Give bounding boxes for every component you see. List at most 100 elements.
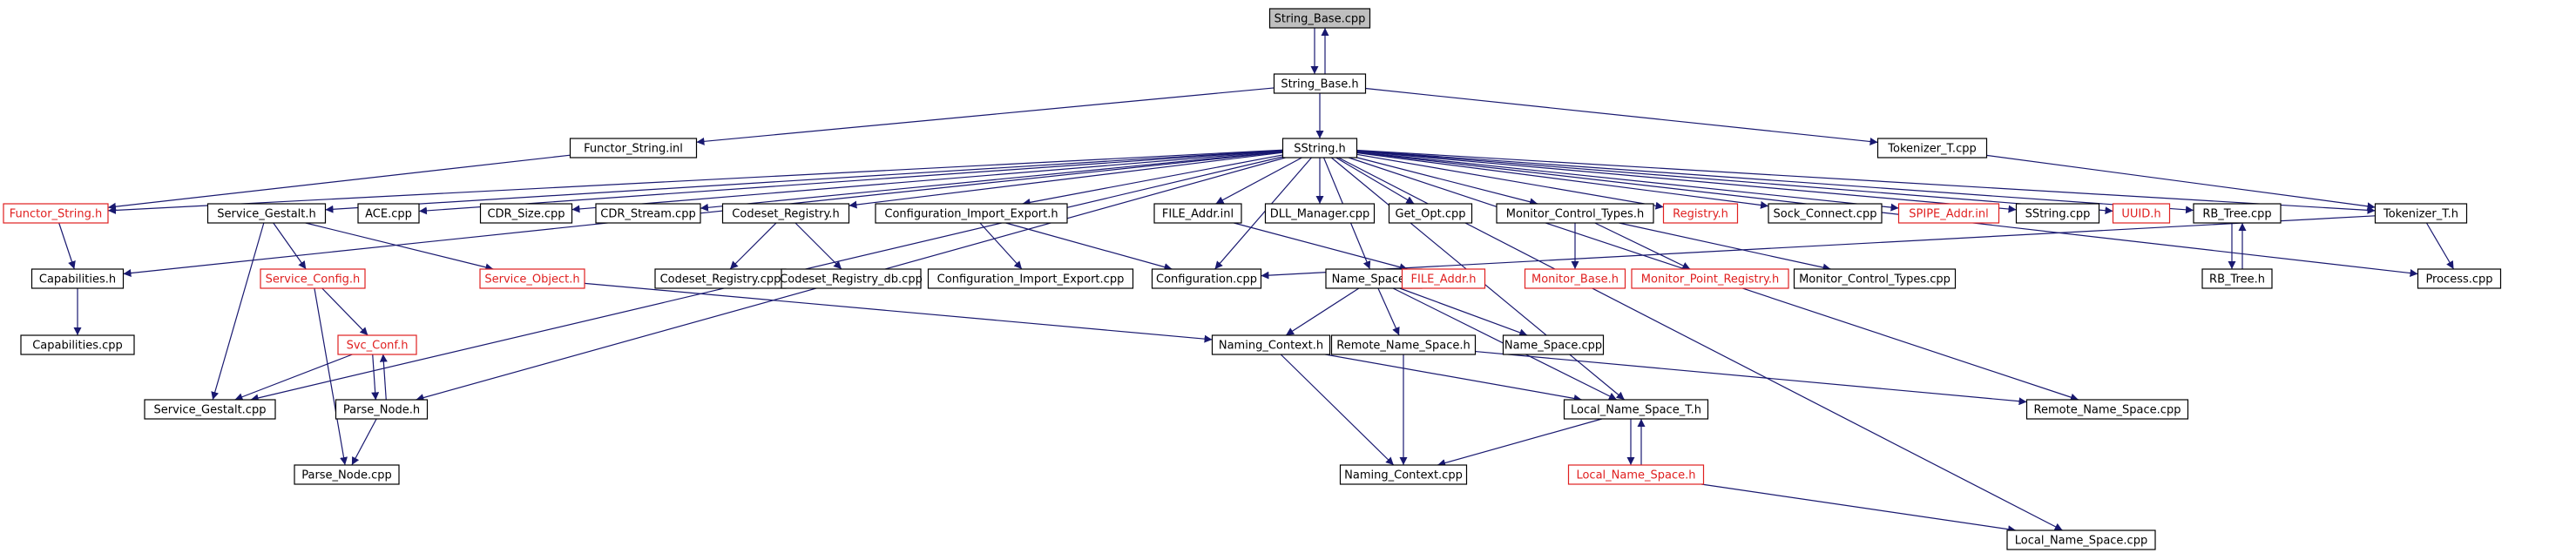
node-remote-name-space-cpp[interactable]: Remote_Name_Space.cpp (2025, 399, 2189, 420)
node-box (1153, 203, 1242, 224)
node-naming-context-cpp[interactable]: Naming_Context.cpp (1339, 464, 1468, 485)
edge-sstring_h-to-tokenizer_t_h (1356, 149, 2376, 214)
edge-codeset_registry_h-to-codeset_registry_db_cpp (794, 222, 842, 270)
node-registry-h[interactable]: Registry.h (1662, 203, 1739, 224)
node-file-addr-h[interactable]: FILE_Addr.h (1401, 268, 1486, 289)
node-label: Sock_Connect.cpp (1774, 208, 1877, 221)
node-box (1211, 334, 1331, 355)
node-rb-tree-cpp[interactable]: RB_Tree.cpp (2193, 203, 2282, 224)
node-label: Name_Space.cpp (1504, 340, 1602, 353)
edge-service_gestalt_h-to-service_object_h (305, 222, 494, 272)
edge-parse_node_h-to-parse_node_cpp (351, 418, 377, 466)
node-remote-name-space-h[interactable]: Remote_Name_Space.h (1330, 334, 1477, 355)
node-monitor-control-types-cpp[interactable]: Monitor_Control_Types.cpp (1793, 268, 1957, 289)
node-label: CDR_Stream.cpp (600, 208, 695, 221)
node-box (875, 203, 1068, 224)
node-capabilities-h[interactable]: Capabilities.h (30, 268, 125, 289)
edge-sstring_h-to-codeset_registry_h (849, 152, 1283, 209)
node-codeset-registry-db-cpp[interactable]: Codeset_Registry_db.cpp (780, 268, 923, 289)
node-get-opt-cpp[interactable]: Get_Opt.cpp (1388, 203, 1473, 224)
node-label: Get_Opt.cpp (1395, 208, 1465, 221)
node-string-base-cpp[interactable]: String_Base.cpp (1268, 8, 1371, 29)
node-codeset-registry-h[interactable]: Codeset_Registry.h (721, 203, 850, 224)
node-ace-cpp[interactable]: ACE.cpp (357, 203, 420, 224)
node-label: Capabilities.cpp (32, 340, 123, 353)
node-process-cpp[interactable]: Process.cpp (2417, 268, 2502, 289)
node-parse-node-h[interactable]: Parse_Node.h (335, 399, 429, 420)
edge-local_name_space_t_h-to-naming_context_cpp (1437, 418, 1603, 467)
edge-sstring_h-to-capabilities_h (123, 151, 1283, 278)
node-box (1631, 268, 1789, 289)
node-name-space-cpp[interactable]: Name_Space.cpp (1502, 334, 1605, 355)
node-layer: String_Base.cppString_Base.hFunctor_Stri… (3, 8, 2502, 550)
node-label: Parse_Node.cpp (301, 469, 392, 482)
node-service-config-h[interactable]: Service_Config.h (260, 268, 366, 289)
edge-tokenizer_t_h-to-configuration_cpp (1261, 215, 2376, 280)
edge-functor_string_inl-to-functor_string_h (107, 154, 571, 211)
node-string-base-h[interactable]: String_Base.h (1273, 73, 1367, 94)
node-dll-manager-cpp[interactable]: DLL_Manager.cpp (1264, 203, 1376, 224)
node-uuid-h[interactable]: UUID.h (2112, 203, 2171, 224)
node-monitor-control-types-h[interactable]: Monitor_Control_Types.h (1496, 203, 1654, 224)
node-functor-string-inl[interactable]: Functor_String.inl (569, 138, 698, 158)
node-label: Configuration_Import_Export.cpp (937, 273, 1125, 287)
edge-service_config_h-to-svc_conf_h (321, 287, 368, 336)
node-cdr-stream-cpp[interactable]: CDR_Stream.cpp (595, 203, 701, 224)
node-box (357, 203, 420, 224)
node-box (569, 138, 698, 158)
node-label: SString.cpp (2025, 208, 2091, 221)
node-configuration-cpp[interactable]: Configuration.cpp (1151, 268, 1262, 289)
node-box (30, 268, 125, 289)
node-parse-node-cpp[interactable]: Parse_Node.cpp (294, 464, 400, 485)
node-label: ACE.cpp (365, 208, 412, 221)
node-local-name-space-h[interactable]: Local_Name_Space.h (1567, 464, 1705, 485)
node-file-addr-inl[interactable]: FILE_Addr.inl (1153, 203, 1242, 224)
node-label: Service_Gestalt.cpp (154, 404, 267, 417)
edge-service_config_h-to-parse_node_cpp (314, 287, 348, 466)
node-codeset-registry-cpp[interactable]: Codeset_Registry.cpp (654, 268, 787, 289)
node-box (2006, 529, 2156, 550)
node-label: String_Base.cpp (1274, 13, 1366, 26)
edge-sstring_h-to-registry_h (1356, 153, 1664, 210)
node-label: SString.h (1294, 143, 1345, 156)
node-tokenizer-t-h[interactable]: Tokenizer_T.h (2374, 203, 2468, 224)
node-svc-conf-h[interactable]: Svc_Conf.h (337, 334, 417, 355)
node-label: Monitor_Base.h (1531, 273, 1619, 287)
node-label: Monitor_Control_Types.h (1506, 208, 1644, 221)
node-box (595, 203, 701, 224)
node-service-object-h[interactable]: Service_Object.h (479, 268, 585, 289)
node-box (1388, 203, 1473, 224)
node-box (294, 464, 400, 485)
edge-sstring_h-to-get_opt_cpp (1335, 157, 1415, 205)
node-label: Local_Name_Space.cpp (2015, 535, 2147, 548)
node-monitor-base-h[interactable]: Monitor_Base.h (1524, 268, 1626, 289)
node-label: Parse_Node.h (343, 404, 420, 417)
node-label: UUID.h (2121, 208, 2160, 221)
node-config-import-export-cpp[interactable]: Configuration_Import_Export.cpp (927, 268, 1134, 289)
node-label: Registry.h (1673, 208, 1728, 221)
node-service-gestalt-h[interactable]: Service_Gestalt.h (206, 203, 327, 224)
node-sstring-cpp[interactable]: SString.cpp (2015, 203, 2100, 224)
node-config-import-export-h[interactable]: Configuration_Import_Export.h (875, 203, 1068, 224)
node-label: Service_Gestalt.h (217, 208, 316, 221)
node-box (1264, 203, 1376, 224)
node-name-space-h[interactable]: Name_Space.h (1325, 268, 1423, 289)
node-local-name-space-cpp[interactable]: Local_Name_Space.cpp (2006, 529, 2156, 550)
node-sstring-h[interactable]: SString.h (1281, 138, 1358, 158)
node-spipe-addr-inl[interactable]: SPIPE_Addr.inl (1897, 203, 2000, 224)
node-box (1330, 334, 1477, 355)
node-local-name-space-t-h[interactable]: Local_Name_Space_T.h (1563, 399, 1709, 420)
node-sock-connect-cpp[interactable]: Sock_Connect.cpp (1768, 203, 1883, 224)
node-monitor-point-registry-h[interactable]: Monitor_Point_Registry.h (1631, 268, 1789, 289)
node-functor-string-h[interactable]: Functor_String.h (3, 203, 109, 224)
node-tokenizer-t-cpp[interactable]: Tokenizer_T.cpp (1876, 138, 1988, 158)
node-label: Codeset_Registry.cpp (660, 273, 781, 287)
node-cdr-size-cpp[interactable]: CDR_Size.cpp (479, 203, 573, 224)
edge-naming_context_h-to-local_name_space_t_h (1325, 354, 1582, 402)
node-capabilities-cpp[interactable]: Capabilities.cpp (20, 334, 135, 355)
node-service-gestalt-cpp[interactable]: Service_Gestalt.cpp (144, 399, 276, 420)
node-naming-context-h[interactable]: Naming_Context.h (1211, 334, 1331, 355)
node-rb-tree-h[interactable]: RB_Tree.h (2201, 268, 2273, 289)
node-label: Functor_String.inl (584, 143, 683, 156)
edge-service_gestalt_h-to-service_config_h (273, 222, 307, 270)
